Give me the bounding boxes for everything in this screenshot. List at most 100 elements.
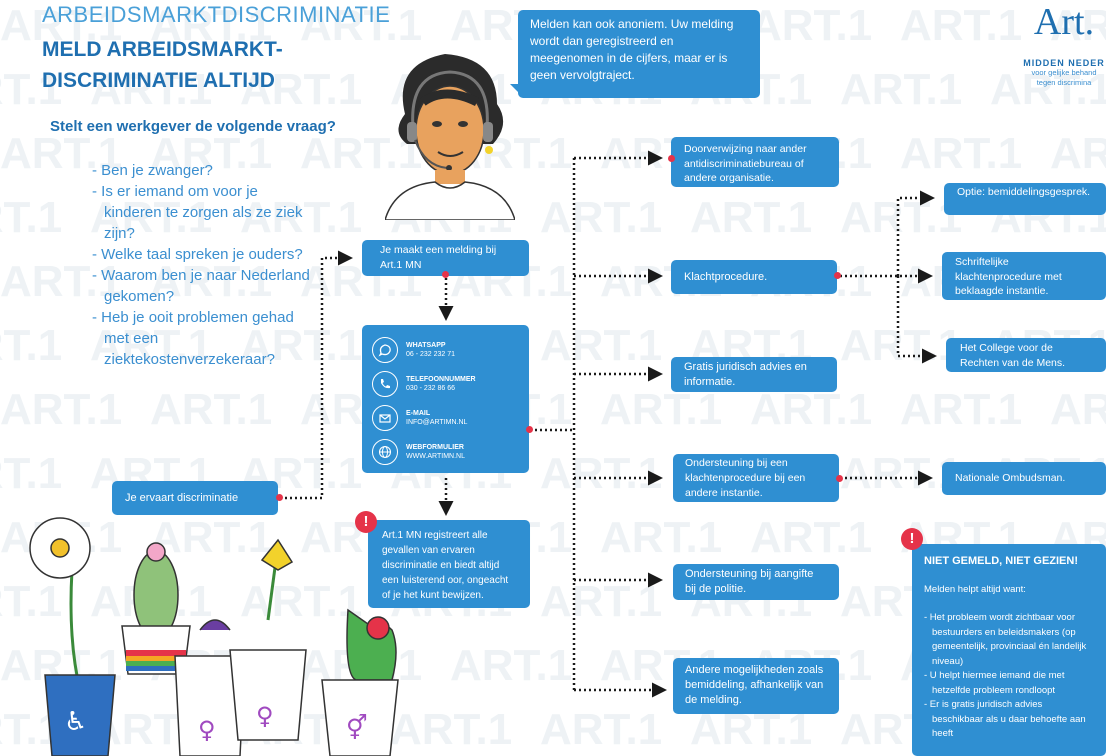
outcome-written-complaint: Schriftelijke klachtenprocedure met bekl… (942, 252, 1106, 300)
watermark-text: ART.1 (390, 705, 512, 754)
watermark-text: ART.1 (0, 129, 122, 178)
report-box: Je maakt een melding bij Art.1 MN (362, 240, 529, 276)
logo-region: MIDDEN NEDER (1023, 58, 1105, 68)
watermark-text: ART.1 (150, 513, 272, 562)
outcome-college-rechten-mens: Het College voor de Rechten van de Mens. (946, 338, 1106, 372)
watermark-text: ART.1 (240, 577, 362, 626)
watermark-text: ART.1 (90, 65, 212, 114)
plant-pots-illustration: ♿ ♀ ♀ ⚥ (29, 517, 399, 756)
watermark-text: ART.1 (450, 641, 572, 690)
contact-webform[interactable]: WEBFORMULIER WWW.ARTIMN.NL (372, 435, 519, 469)
notice-panel: NIET GEMELD, NIET GEZIEN! Melden helpt a… (912, 544, 1106, 756)
outcome-mediation: Optie: bemiddelingsgesprek. (944, 183, 1106, 215)
watermark-text: ART.1 (150, 129, 272, 178)
watermark-text: ART.1 (0, 449, 62, 498)
notice-heading: NIET GEMELD, NIET GEZIEN! (924, 555, 1079, 567)
question-item: - Is er iemand om voor je kinderen te zo… (92, 183, 303, 242)
svg-text:♀: ♀ (256, 702, 274, 730)
option-support-police-report: Ondersteuning bij aangifte bij de politi… (673, 564, 839, 600)
watermark-text: ART.1 (900, 1, 1022, 50)
watermark-text: ART.1 (540, 321, 662, 370)
registers-box: Art.1 MN registreert alle gevallen van e… (368, 520, 530, 608)
watermark-text: ART.1 (90, 193, 212, 242)
contact-value: WWW.ARTIMN.NL (406, 453, 465, 460)
watermark-text: ART.1 (600, 385, 722, 434)
globe-icon (372, 439, 398, 465)
watermark-text: ART.1 (150, 385, 272, 434)
contact-label: WHATSAPP (406, 342, 446, 349)
watermark-text: ART.1 (540, 577, 662, 626)
watermark-text: ART.1 (840, 193, 962, 242)
notice-item: - U helpt hiermee iemand die met hetzelf… (924, 670, 1065, 696)
option-referral: Doorverwijzing naar ander antidiscrimina… (671, 137, 839, 187)
questions-list: - Ben je zwanger? - Is er iemand om voor… (92, 160, 312, 370)
notice-list: - Het probleem wordt zichtbaar voor best… (924, 611, 1094, 742)
watermark-text: ART.1 (0, 1, 122, 50)
watermark-text: ART.1 (1050, 1, 1106, 50)
svg-text:♿: ♿ (64, 707, 87, 737)
watermark-text: ART.1 (840, 321, 962, 370)
watermark-text: ART.1 (1050, 129, 1106, 178)
connector-dot (834, 272, 841, 279)
watermark-text: ART.1 (900, 385, 1022, 434)
watermark-text: ART.1 (600, 513, 722, 562)
option-support-other-institution: Ondersteuning bij een klachtenprocedure … (673, 454, 839, 502)
watermark-text: ART.1 (0, 257, 122, 306)
warning-icon: ! (355, 511, 377, 533)
watermark-text: ART.1 (240, 321, 362, 370)
logo-tagline-2: tegen discrimina (1036, 78, 1092, 87)
watermark-text: ART.1 (540, 449, 662, 498)
question-item: - Waarom ben je naar Nederland gekomen? (92, 267, 310, 305)
title-line-2: DISCRIMINATIE ALTIJD (42, 69, 275, 92)
notice-intro: Melden helpt altijd want: (924, 583, 1026, 595)
watermark-text: ART.1 (1050, 385, 1106, 434)
contact-value: 030 - 232 86 66 (406, 385, 456, 392)
connector-dot (668, 155, 675, 162)
anonymous-report-bubble: Melden kan ook anoniem. Uw melding wordt… (518, 10, 760, 98)
logo-wordmark: Art. (1033, 1, 1095, 43)
watermark-text: ART.1 (900, 129, 1022, 178)
watermark-text: ART.1 (0, 65, 62, 114)
contact-phone[interactable]: TELEFOONNUMMER 030 - 232 86 66 (372, 367, 519, 401)
contact-whatsapp[interactable]: WHATSAPP 06 - 232 232 71 (372, 333, 519, 367)
outcome-ombudsman: Nationale Ombudsman. (942, 462, 1106, 495)
notice-item: - Het probleem wordt zichtbaar voor best… (924, 612, 1087, 667)
svg-text:⚥: ⚥ (346, 714, 368, 742)
mail-icon (372, 405, 398, 431)
logo-tagline-1: voor gelijke behand (1031, 68, 1097, 77)
watermark-text: ART.1 (840, 449, 962, 498)
watermark-text: ART.1 (0, 577, 62, 626)
start-box: Je ervaart discriminatie (112, 481, 278, 515)
watermark-text: ART.1 (150, 1, 272, 50)
contact-value: 06 - 232 232 71 (406, 351, 456, 358)
watermark-text: ART.1 (240, 193, 362, 242)
watermark-text: ART.1 (0, 321, 62, 370)
contact-email[interactable]: E-MAIL INFO@ARTIMN.NL (372, 401, 519, 435)
watermark-text: ART.1 (750, 385, 872, 434)
notice-item: - Er is gratis juridisch advies beschikb… (924, 699, 1086, 739)
art1-logo: Art. MIDDEN NEDER voor gelijke behand te… (1022, 2, 1106, 98)
watermark-text: ART.1 (0, 193, 62, 242)
page-title: MELD ARBEIDSMARKT- DISCRIMINATIE ALTIJD (42, 34, 283, 96)
question-item: - Heb je ooit problemen gehad met een zi… (92, 309, 294, 368)
helpdesk-operator-illustration (385, 54, 515, 220)
connector-dot (836, 475, 843, 482)
svg-text:♀: ♀ (198, 716, 216, 744)
contact-value: INFO@ARTIMN.NL (406, 419, 468, 426)
phone-icon (372, 371, 398, 397)
watermark-text: ART.1 (750, 1, 872, 50)
watermark-text: ART.1 (0, 385, 122, 434)
watermark-text: ART.1 (690, 193, 812, 242)
header-subtitle: ARBEIDSMARKTDISCRIMINATIE (42, 2, 391, 27)
warning-icon: ! (901, 528, 923, 550)
connector-dot (442, 271, 449, 278)
contact-label: TELEFOONNUMMER (406, 376, 476, 383)
title-line-1: MELD ARBEIDSMARKT- (42, 38, 283, 61)
watermark-text: ART.1 (150, 257, 272, 306)
question-item: - Ben je zwanger? (92, 162, 213, 179)
question-item: - Welke taal spreken je ouders? (92, 246, 303, 263)
watermark-text: ART.1 (990, 65, 1106, 114)
watermark-text: ART.1 (300, 1, 422, 50)
option-legal-advice: Gratis juridisch advies en informatie. (671, 357, 837, 392)
